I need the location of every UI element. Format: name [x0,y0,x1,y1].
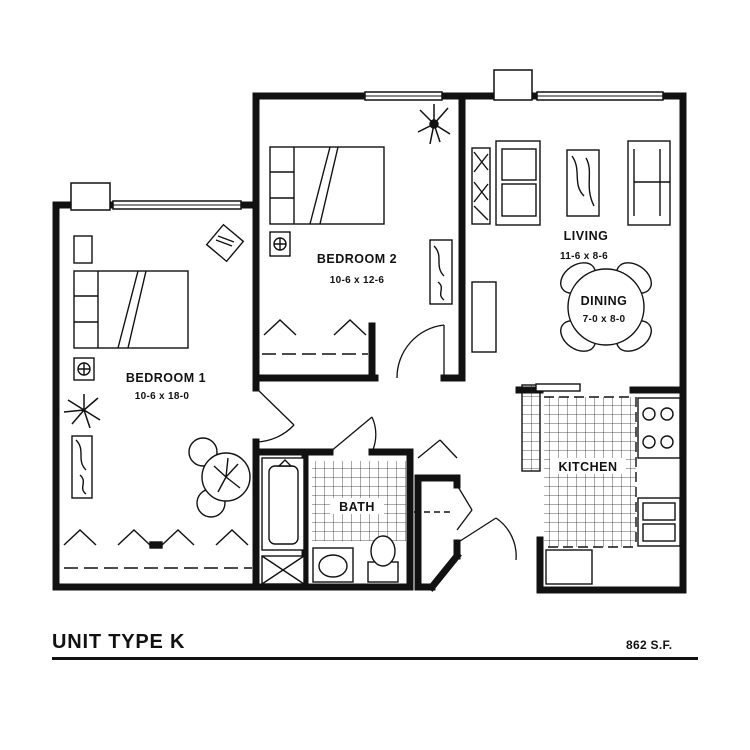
dining-table [560,262,652,352]
toilet [367,535,399,583]
loveseat [627,140,671,226]
planter [471,147,491,225]
plant-icon [417,104,451,145]
room-dims-dining: 7-0 x 8-0 [583,314,626,325]
doors [255,324,517,561]
dresser [71,435,93,499]
hvac-unit [70,182,111,211]
room-name-bath: BATH [339,500,375,514]
hvac-unit [493,69,533,101]
bed-2 [269,146,385,225]
dresser-2 [429,239,453,305]
nightstand [73,235,93,264]
room-dims-bedroom1: 10-6 x 18-0 [135,391,190,402]
bath-label: BATH [330,498,384,514]
bifold-doors [63,319,367,549]
reading-table [188,437,251,518]
footer-rule [52,657,698,660]
console [471,281,497,353]
shower-box [261,555,305,585]
unit-area: 862 S.F. [626,638,673,652]
closet-lines [64,353,637,569]
plant-icon [63,394,101,429]
vanity-sink [312,547,354,583]
armchair [205,223,245,263]
kitchen-counters [521,383,681,585]
room-name-kitchen: KITCHEN [558,460,617,474]
lamp-table-2 [269,231,291,257]
kitchen-label: KITCHEN [550,458,626,474]
lamp-table [73,357,95,381]
unit-type-title: UNIT TYPE K [52,631,186,653]
room-dims-bedroom2: 10-6 x 12-6 [330,275,385,286]
room-name-dining: DINING [581,294,628,308]
room-dims-living: 11-6 x 8-6 [560,251,608,262]
room-name-bedroom2: BEDROOM 2 [317,252,397,266]
walls [52,92,687,594]
sofa [495,140,541,226]
windows [112,91,664,210]
coffee-table [566,149,600,217]
bed-1 [73,270,189,349]
room-name-living: LIVING [564,229,609,243]
room-name-bedroom1: BEDROOM 1 [126,371,206,385]
bathtub [261,457,305,551]
